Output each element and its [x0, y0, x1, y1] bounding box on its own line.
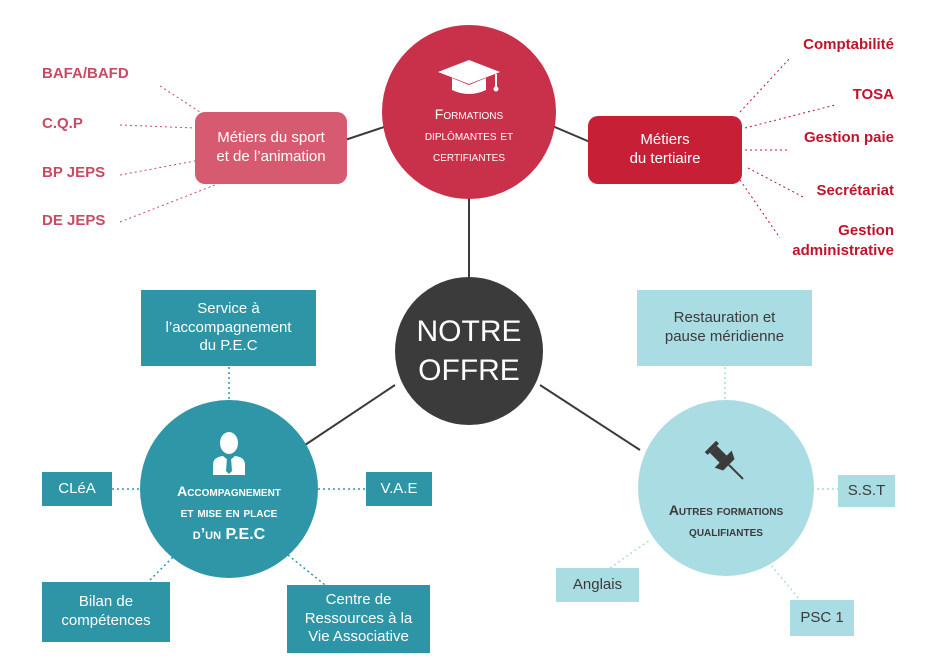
graduation-cap-icon: [438, 59, 500, 94]
accompagnement-title-1: Accompagnement: [177, 483, 281, 499]
accompagnement-title-3: d’un P.E.C: [192, 526, 266, 543]
sport-title-1: Métiers du sport: [217, 129, 325, 147]
service-pec-box[interactable]: Service à l’accompagnement du P.E.C: [141, 290, 316, 366]
dotted-line: [119, 159, 201, 176]
autres-title-1: Autres formations: [668, 502, 784, 518]
dotted-line: [739, 57, 791, 113]
main-connectors: [304, 124, 641, 451]
accompagnement-circle[interactable]: Accompagnement et mise en place d’un P.E…: [140, 400, 318, 578]
vae-box[interactable]: V.A.E: [366, 472, 432, 506]
accompagnement-dotted-lines: [112, 367, 366, 586]
center-title-1: NOTRE: [416, 315, 522, 348]
clea-label: CLéA: [58, 479, 96, 497]
formations-title-2: diplômantes et: [424, 126, 514, 143]
tertiaire-item-gestion-paie[interactable]: Gestion paie: [803, 129, 894, 146]
tertiaire-item-comptabilite[interactable]: Comptabilité: [803, 36, 894, 53]
dotted-line: [149, 551, 179, 581]
dotted-line: [159, 85, 201, 113]
tertiaire-item-secretariat[interactable]: Secrétariat: [816, 182, 894, 199]
restauration-line1: Restauration et: [673, 309, 776, 327]
restauration-box[interactable]: Restauration et pause méridienne: [637, 290, 812, 366]
sst-box[interactable]: S.S.T: [838, 475, 895, 507]
bilan-line1: Bilan de: [78, 593, 134, 611]
dotted-line: [764, 557, 801, 601]
dotted-line: [747, 167, 806, 199]
tertiaire-dotted-lines: [739, 57, 836, 239]
formations-title-1: Formations: [434, 105, 504, 122]
centre-line3: Vie Associative: [308, 628, 409, 646]
dotted-line: [739, 179, 781, 239]
sport-item-bafa[interactable]: BAFA/BAFD: [42, 65, 129, 82]
accompagnement-title-2: et mise en place: [180, 504, 278, 520]
dotted-line: [744, 104, 836, 129]
sst-label: S.S.T: [847, 481, 886, 499]
tertiaire-item-tosa[interactable]: TOSA: [852, 86, 894, 103]
connector-tertiaire: [549, 124, 591, 143]
connector-autres: [539, 384, 641, 451]
bilan-line2: compétences: [61, 612, 151, 629]
bilan-box[interactable]: Bilan de compétences: [42, 582, 170, 642]
restauration-line2: pause méridienne: [664, 328, 785, 345]
sport-item-dejeps[interactable]: DE JEPS: [42, 212, 106, 229]
formations-title-3: certifiantes: [432, 147, 506, 164]
service-line3: du P.E.C: [199, 337, 258, 355]
center-title-2: OFFRE: [418, 354, 520, 387]
sport-dotted-lines: [119, 85, 221, 223]
sport-item-bpjeps[interactable]: BP JEPS: [42, 164, 106, 181]
centre-line1: Centre de: [325, 590, 392, 608]
sport-box[interactable]: Métiers du sport et de l’animation: [195, 112, 347, 184]
autres-title-2: qualifiantes: [689, 523, 763, 539]
dotted-line: [119, 182, 221, 223]
psc-box[interactable]: PSC 1: [790, 600, 854, 636]
anglais-box[interactable]: Anglais: [556, 568, 639, 602]
autres-formations-circle[interactable]: Autres formations qualifiantes: [638, 400, 814, 576]
person-icon: [213, 432, 245, 475]
anglais-label: Anglais: [572, 575, 623, 593]
gestion-admin-line1: Gestion: [838, 222, 894, 239]
dotted-line: [609, 539, 651, 569]
formations-circle[interactable]: Formations diplômantes et certifiantes: [382, 25, 556, 199]
dotted-line: [287, 554, 326, 586]
tertiaire-box[interactable]: Métiers du tertiaire: [588, 116, 742, 184]
clea-box[interactable]: CLéA: [42, 472, 112, 506]
tertiaire-title-1: Métiers: [640, 131, 690, 149]
vae-label: V.A.E: [380, 479, 418, 497]
tertiaire-title-2: du tertiaire: [629, 150, 701, 167]
psc-label: PSC 1: [800, 608, 844, 626]
connector-accompagnement: [304, 384, 396, 446]
dotted-line: [119, 124, 196, 129]
centre-ressources-box[interactable]: Centre de Ressources à la Vie Associativ…: [287, 585, 430, 653]
gestion-admin-line2: administrative: [792, 242, 894, 260]
centre-line2: Ressources à la: [304, 609, 413, 627]
sport-item-cqp[interactable]: C.Q.P: [42, 115, 83, 132]
autres-dotted-lines: [609, 367, 838, 601]
service-line2: l’accompagnement: [165, 318, 292, 336]
notre-offre-circle[interactable]: NOTRE OFFRE: [395, 277, 543, 425]
service-line1: Service à: [197, 299, 260, 317]
pushpin-icon: [704, 440, 744, 480]
tertiaire-item-gestion-admin[interactable]: Gestion administrative: [792, 221, 894, 262]
sport-title-2: et de l’animation: [216, 148, 326, 165]
